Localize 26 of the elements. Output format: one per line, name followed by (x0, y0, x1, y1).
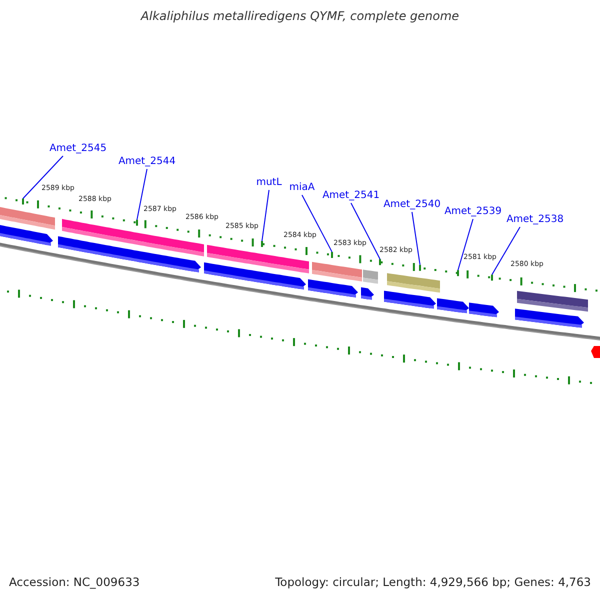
gene-label: Amet_2538 (506, 214, 564, 226)
leader-line (412, 212, 420, 266)
gene-label: Amet_2541 (322, 190, 380, 202)
accession-text: Accession: NC_009633 (9, 575, 140, 589)
ruler-tick (457, 270, 459, 276)
leader-line (136, 168, 148, 220)
ruler-tick (22, 198, 24, 204)
leader-line (458, 218, 474, 271)
gene-label: Amet_2545 (49, 143, 107, 155)
ruler-tick (136, 220, 138, 226)
ruler-tick (419, 264, 421, 271)
gene-label: Amet_2539 (444, 206, 502, 218)
ruler-tick (331, 252, 333, 258)
leader-line (492, 226, 520, 276)
gene-label: miaA (289, 182, 315, 194)
leader-line (22, 156, 64, 199)
title: Alkaliphilus metalliredigens QYMF, complete genome (139, 9, 460, 23)
leader-line (262, 190, 270, 242)
gene-label: Amet_2540 (383, 199, 441, 211)
gene-label: Amet_2544 (118, 156, 176, 168)
ruler-tick (491, 274, 493, 281)
genome-info-text: Topology: circular; Length: 4,929,566 bp; Genes: 4,763 (275, 575, 591, 589)
leader-line (350, 202, 380, 260)
ruler-tick (379, 259, 381, 266)
gene-label: mutL (256, 177, 282, 189)
ruler-tick (261, 240, 263, 247)
